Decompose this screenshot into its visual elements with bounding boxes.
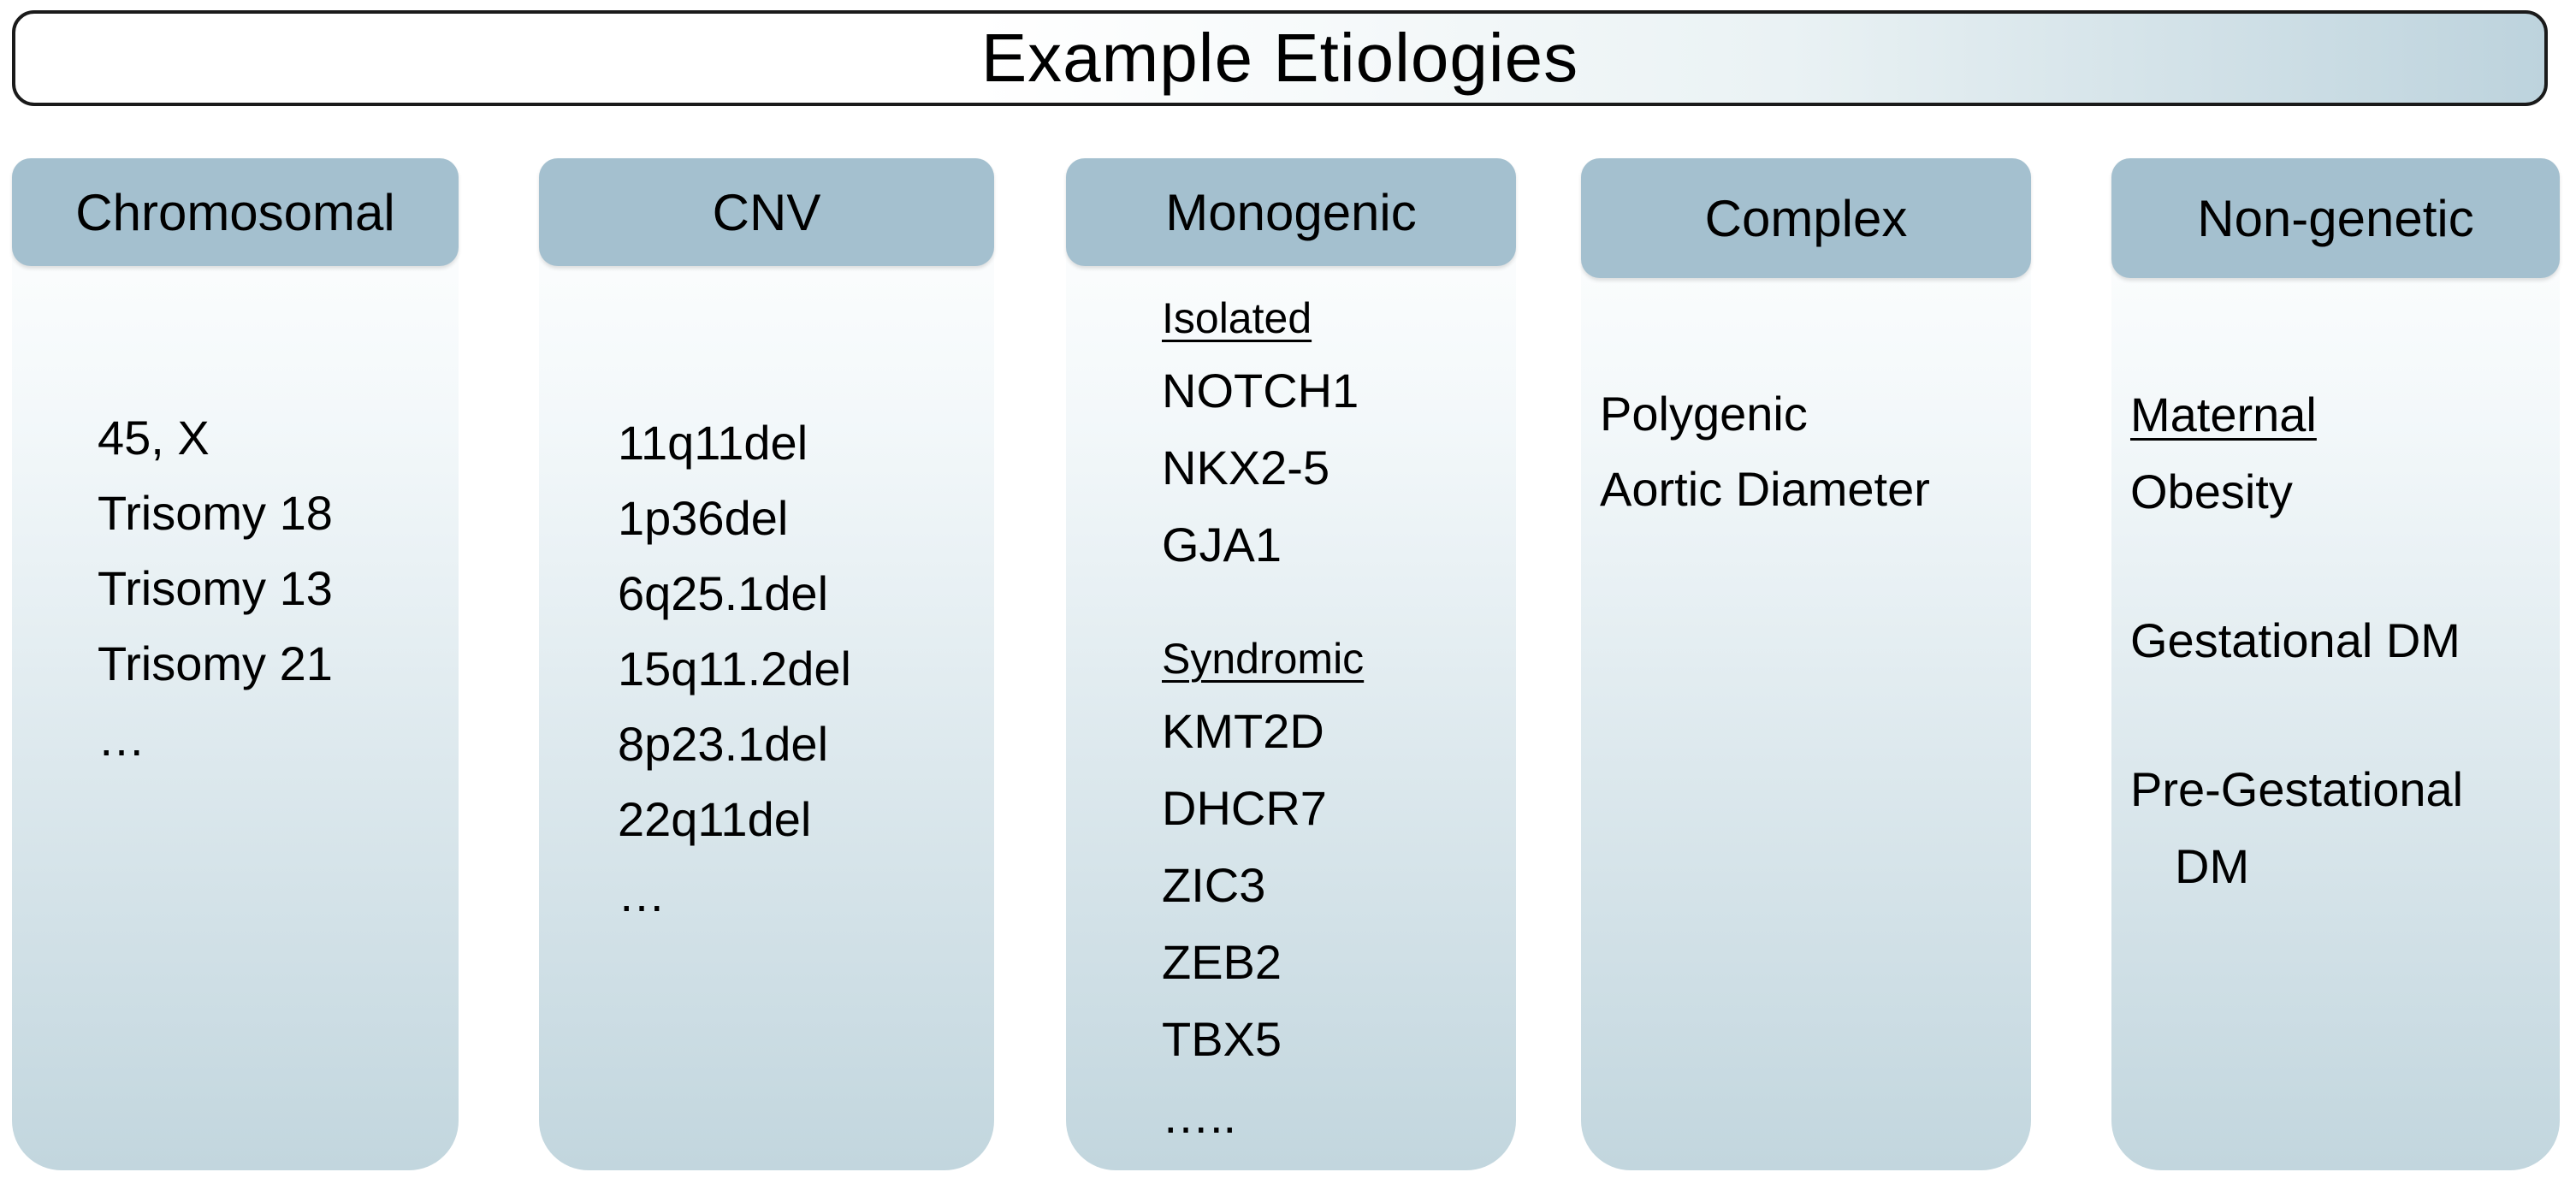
list-item: …	[618, 867, 666, 921]
column-items-chromosomal: 45, X Trisomy 18 Trisomy 13 Trisomy 21 …	[98, 400, 333, 777]
column-cnv	[539, 168, 994, 1170]
list-item: 1p36del	[618, 491, 789, 545]
list-item: …	[98, 712, 145, 766]
column-items-monogenic: Isolated NOTCH1 NKX2-5 GJA1 Syndromic KM…	[1162, 284, 1364, 1155]
subheading-isolated: Isolated	[1162, 294, 1312, 342]
subheading-maternal: Maternal	[2130, 388, 2317, 441]
list-item: …..	[1162, 1089, 1237, 1143]
list-item: 11q11del	[618, 416, 808, 470]
column-monogenic	[1066, 168, 1516, 1170]
column-header-non-genetic: Non-genetic	[2111, 158, 2560, 278]
list-item: TBX5	[1162, 1012, 1282, 1066]
column-complex	[1581, 168, 2031, 1170]
subheading-syndromic: Syndromic	[1162, 635, 1365, 683]
list-item: Aortic Diameter	[1600, 462, 1930, 516]
list-item: 45, X	[98, 411, 210, 465]
diagram-title: Example Etiologies	[12, 10, 2548, 106]
column-items-cnv: 11q11del 1p36del 6q25.1del 15q11.2del 8p…	[618, 406, 851, 932]
list-item: DHCR7	[1162, 781, 1327, 835]
list-item: Gestational DM	[2130, 613, 2461, 667]
list-item: GJA1	[1162, 518, 1282, 571]
column-items-non-genetic: Maternal Obesity Gestational DM Pre-Gest…	[2130, 376, 2463, 905]
list-item: Polygenic	[1600, 387, 1808, 441]
column-header-chromosomal: Chromosomal	[12, 158, 459, 266]
list-item: NOTCH1	[1162, 364, 1359, 417]
list-item: 15q11.2del	[618, 642, 851, 696]
list-item: ZEB2	[1162, 935, 1282, 989]
column-items-complex: Polygenic Aortic Diameter	[1600, 376, 1930, 527]
list-item: Obesity	[2130, 465, 2293, 518]
list-item: NKX2-5	[1162, 441, 1330, 494]
list-item: DM	[2175, 839, 2250, 893]
list-item: 6q25.1del	[618, 566, 829, 620]
list-item: 22q11del	[618, 792, 812, 846]
list-item: Trisomy 18	[98, 486, 333, 540]
list-item: Pre-Gestational	[2130, 762, 2464, 816]
list-item: KMT2D	[1162, 704, 1324, 758]
column-header-monogenic: Monogenic	[1066, 158, 1516, 266]
list-item: 8p23.1del	[618, 717, 829, 771]
list-item: ZIC3	[1162, 858, 1266, 912]
column-chromosomal	[12, 168, 459, 1170]
column-non-genetic	[2111, 168, 2560, 1170]
list-item: Trisomy 13	[98, 561, 333, 615]
column-header-cnv: CNV	[539, 158, 994, 266]
column-header-complex: Complex	[1581, 158, 2031, 278]
list-item: Trisomy 21	[98, 636, 333, 690]
